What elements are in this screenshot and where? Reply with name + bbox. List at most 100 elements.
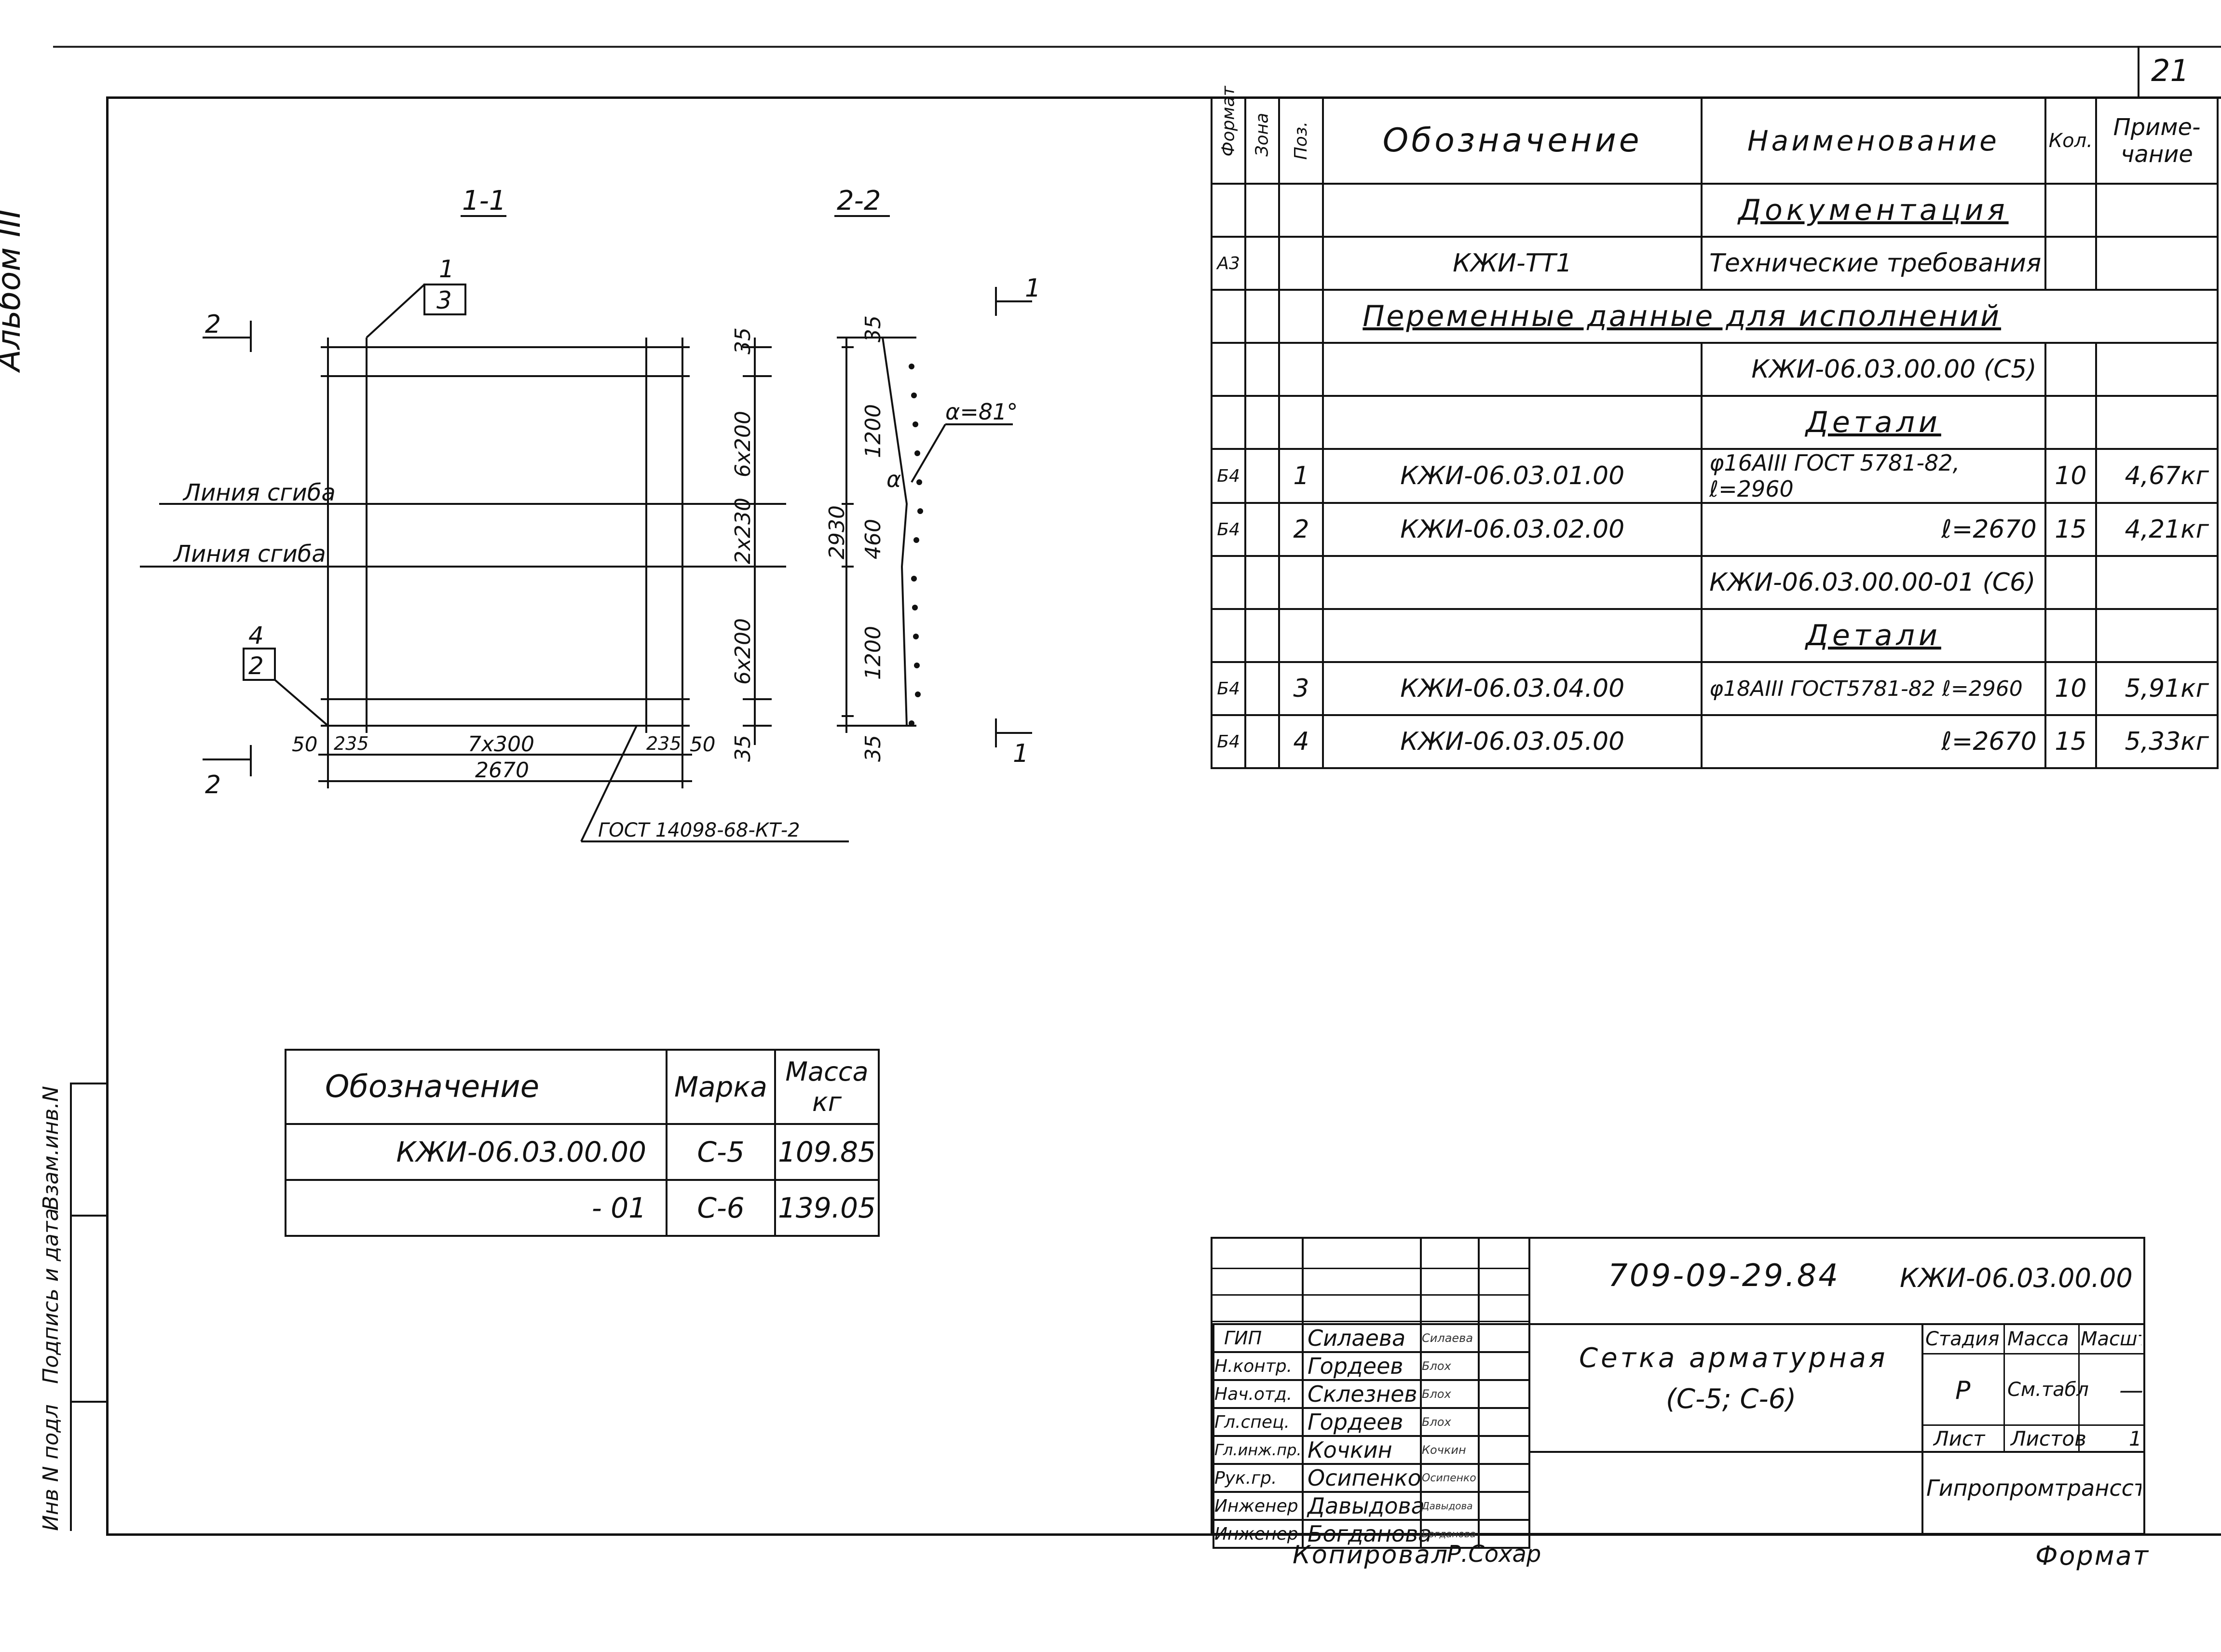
mass-label: Масса — [2007, 1328, 2069, 1350]
dim-sec2-total: 2930 — [825, 505, 849, 559]
section-mark-2-bottom: 2 — [205, 771, 221, 799]
signature: Силаева — [1420, 1323, 1480, 1353]
document-title-line2: (С-5; С-6) — [1666, 1383, 1797, 1415]
spec-row: А3 КЖИ-ТТ1 Технические требования — [1210, 236, 2219, 291]
bend-line-2-label: Линия сгиба — [173, 541, 326, 568]
dim-right-6x200-bottom: 6x200 — [731, 618, 755, 685]
dim-sec2-35-bottom: 35 — [861, 735, 886, 762]
spec-header-note: Приме-чание — [2095, 96, 2219, 185]
side-stamp-sign: Подпись и дата — [39, 1208, 63, 1384]
dim-sec2-1200-bottom: 1200 — [861, 626, 886, 680]
mass-row: - 01 С-6 139.05 — [285, 1179, 880, 1237]
sheets-label: Листов — [2011, 1427, 2086, 1450]
side-stamp-replace: Взам.инв.N — [39, 1086, 63, 1210]
document-title-line1: Сетка арматурная — [1579, 1342, 1888, 1374]
dim-bottom-middle: 7x300 — [468, 732, 534, 757]
format-label: Формат — [2035, 1541, 2150, 1571]
dim-right-35-top: 35 — [731, 327, 755, 354]
mass-value: См.табл — [2007, 1379, 2089, 1401]
document-code: КЖИ-06.03.00.00 — [1900, 1263, 2133, 1293]
dim-bottom-50-left: 50 — [292, 732, 317, 756]
spec-header-zone: Зона — [1244, 96, 1281, 185]
spec-header-row: Формат Зона Поз. Обозначение Наименовани… — [1210, 86, 2219, 185]
signature: Блох — [1420, 1379, 1480, 1409]
spec-header-designation: Обозначение — [1322, 96, 1703, 185]
mass-header-designation: Обозначение — [285, 1049, 668, 1125]
dim-bottom-50-right: 50 — [690, 732, 715, 756]
spec-row-variant: КЖИ-06.03.00.00 (С5) — [1210, 342, 2219, 397]
spec-name: Технические требования — [1701, 236, 2046, 291]
side-stamp — [70, 1083, 108, 1531]
copied-by-label: Копировал — [1293, 1541, 1449, 1570]
section-mark-1-top: 1 — [1025, 274, 1041, 303]
signature: Осипенко — [1420, 1463, 1480, 1493]
drawing-frame — [106, 96, 2221, 1536]
stage-label: Стадия — [1925, 1328, 2000, 1350]
organization: Гипропромтрансстрой — [1926, 1475, 2141, 1501]
spec-row-section-details: Детали — [1210, 395, 2219, 450]
section-mark-1-bottom: 1 — [1013, 739, 1029, 768]
dim-bottom-235-left: 235 — [334, 733, 369, 754]
spec-designation: КЖИ-ТТ1 — [1322, 236, 1703, 291]
spec-section-details: Детали — [1701, 395, 2046, 450]
callout-bottom-number: 4 — [248, 622, 264, 650]
spec-row-variant: КЖИ-06.03.00.00-01 (С6) — [1210, 555, 2219, 610]
spec-variant-c6: КЖИ-06.03.00.00-01 (С6) — [1701, 555, 2046, 610]
spec-header-qty: Кол. — [2044, 96, 2098, 185]
scale-label: Масшт — [2081, 1328, 2141, 1350]
stage-value: Р — [1955, 1376, 1971, 1405]
dim-total-width: 2670 — [475, 758, 529, 783]
section-mark-2-top: 2 — [205, 310, 221, 339]
drawing-code: 709-09-29.84 — [1608, 1258, 1840, 1294]
sheets-value: 1 — [2129, 1427, 2142, 1450]
mass-header-row: Обозначение Марка Масса кг — [285, 1049, 880, 1125]
bend-line-1-label: Линия сгиба — [182, 479, 336, 506]
copied-by-signature: Р.Сохар — [1447, 1541, 1541, 1568]
mass-table: Обозначение Марка Масса кг КЖИ-06.03.00.… — [285, 1049, 880, 1237]
section-1-title: 1-1 — [462, 185, 506, 217]
signature: Кочкин — [1420, 1435, 1480, 1465]
spec-row: Б4 1 КЖИ-06.03.01.00 φ16АIII ГОСТ 5781-8… — [1210, 448, 2219, 504]
dim-bottom-235-right: 235 — [646, 733, 681, 754]
dim-sec2-460: 460 — [861, 519, 886, 559]
side-stamp-inv: Инв N подл — [39, 1404, 63, 1531]
gost-leader-label: ГОСТ 14098-68-КТ-2 — [598, 819, 800, 841]
signature: Давыдова — [1420, 1491, 1480, 1521]
specification-table: Формат Зона Поз. Обозначение Наименовани… — [1210, 86, 2219, 769]
dim-sec2-1200-top: 1200 — [861, 404, 886, 458]
mass-header-mass: Масса кг — [774, 1049, 880, 1125]
spec-section-documentation: Документация — [1701, 183, 2046, 238]
scale-value: — — [2119, 1376, 2143, 1404]
spec-row: Б4 2 КЖИ-06.03.02.00 ℓ=2670 15 4,21кг — [1210, 502, 2219, 557]
callout-top-sub: 3 — [436, 286, 452, 314]
spec-header-pos: Поз. — [1278, 96, 1324, 185]
angle-label: α=81° — [945, 399, 1018, 425]
spec-header-format: Формат — [1210, 86, 1247, 185]
mesh-drawing: 1-1 2-2 1 1 2 2 1 3 4 2 Линия сгиба Лини… — [140, 185, 1041, 842]
spec-section-details-2: Детали — [1701, 608, 2046, 663]
section-2-title: 2-2 — [837, 185, 881, 217]
sheet-label: Лист — [1934, 1427, 1985, 1450]
callout-top-number: 1 — [439, 255, 454, 283]
spec-variable-data: Переменные данные для исполнений — [1322, 289, 2219, 344]
dim-sec2-35-top: 35 — [861, 315, 886, 342]
spec-header-name: Наименование — [1701, 96, 2046, 185]
top-rule — [53, 46, 2221, 48]
spec-row: Б4 3 КЖИ-06.03.04.00 φ18АIII ГОСТ5781-82… — [1210, 661, 2219, 716]
spec-variant-c5: КЖИ-06.03.00.00 (С5) — [1701, 342, 2046, 397]
mass-header-mark: Марка — [666, 1049, 776, 1125]
angle-symbol: α — [886, 466, 901, 492]
signature: Богданова — [1420, 1519, 1480, 1549]
signature: Блох — [1420, 1351, 1480, 1381]
spec-row-section-details: Детали — [1210, 608, 2219, 663]
